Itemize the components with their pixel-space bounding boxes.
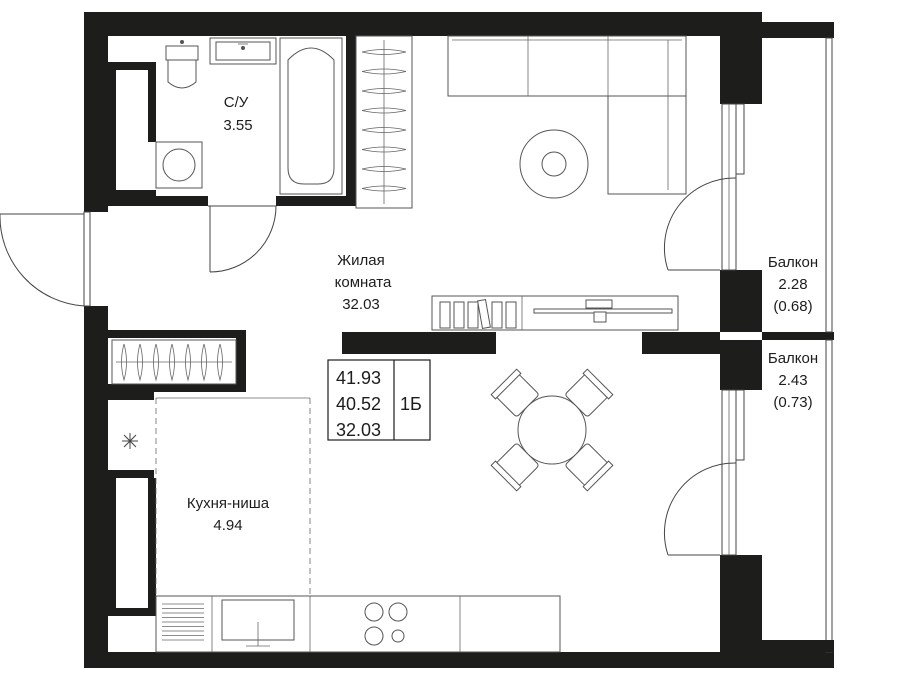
hanger-icon: [121, 343, 127, 382]
hanger-icon: [201, 343, 207, 382]
balcony2-reduced-area: (0.73): [773, 394, 812, 411]
balcony1-area: 2.28: [778, 276, 807, 293]
bathroom-name: С/У: [224, 94, 249, 111]
apartment-type: 1Б: [400, 394, 422, 414]
hanger-icon: [153, 343, 159, 382]
hanger-icon: [361, 107, 407, 114]
summary-total-area: 41.93: [336, 368, 381, 388]
living-room-name-line1: Жилая: [337, 252, 384, 269]
balcony2-area: 2.43: [778, 372, 807, 389]
dining-table: [490, 368, 614, 492]
hanger-icon: [361, 127, 407, 133]
bathroom-door: [208, 205, 277, 273]
hanger-icon: [361, 146, 407, 153]
balcony1-reduced-area: (0.68): [773, 298, 812, 315]
room-labels: С/У 3.55 Жилая комната 32.03 Кухня-ниша …: [187, 94, 818, 534]
living-room-area: 32.03: [342, 296, 380, 313]
walls: [84, 12, 834, 668]
hanger-icon: [169, 343, 175, 382]
wardrobe-left: [111, 339, 237, 385]
balconies: [762, 22, 834, 653]
hanger-icon: [361, 166, 407, 172]
bathroom-area: 3.55: [223, 117, 252, 134]
vent-icon: [122, 433, 138, 449]
bathroom-fixtures: [155, 37, 343, 195]
balcony1-name: Балкон: [768, 254, 818, 271]
windows: [721, 103, 745, 556]
wardrobe-top: [355, 35, 413, 209]
hanger-icon: [217, 343, 223, 382]
hanger-icon: [361, 68, 407, 75]
kitchen-fixtures: [122, 433, 561, 653]
kitchen-area: 4.94: [213, 517, 242, 534]
balcony-doors: [663, 177, 737, 556]
summary-area-without-balcony: 40.52: [336, 394, 381, 414]
balcony2-name: Балкон: [768, 350, 818, 367]
kitchen-name: Кухня-ниша: [187, 495, 270, 512]
living-room-name-line2: комната: [335, 274, 392, 291]
hanger-icon: [137, 343, 143, 382]
summary-box: 41.93 40.52 32.03 1Б: [327, 359, 431, 441]
kitchen-niche-outline: [155, 397, 311, 596]
coffee-table: [519, 129, 589, 199]
hanger-icon: [361, 88, 407, 94]
hanger-icon: [361, 185, 407, 192]
hanger-icon: [361, 49, 407, 55]
tv-unit: [431, 295, 679, 331]
summary-living-area: 32.03: [336, 420, 381, 440]
entrance-door: [0, 211, 91, 307]
hanger-icon: [185, 343, 191, 382]
sofa: [447, 35, 687, 195]
